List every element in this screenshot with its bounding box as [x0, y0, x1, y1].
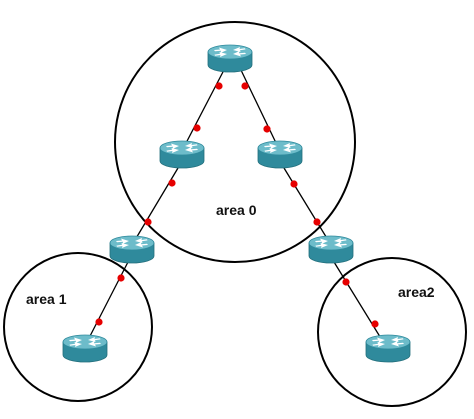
link-right-mid-to-abr-right — [283, 167, 329, 241]
link-top-to-right-mid — [239, 67, 278, 146]
port-dot — [371, 320, 379, 328]
area-1-boundary — [3, 252, 153, 402]
area-0-label: area 0 — [216, 202, 257, 218]
port-dot — [290, 180, 298, 188]
port-dots — [95, 82, 379, 328]
router-icon[interactable] — [62, 334, 108, 363]
router-icon[interactable] — [207, 44, 253, 73]
router-icon[interactable] — [308, 235, 354, 264]
link-top-to-left-mid — [184, 67, 226, 146]
port-dot — [117, 274, 125, 282]
link-abr-left-to-area1-router — [87, 261, 129, 341]
port-dot — [168, 179, 176, 187]
area-2-label: area2 — [398, 284, 435, 300]
port-dot — [193, 124, 201, 132]
router-icon[interactable] — [257, 140, 303, 169]
router-icon[interactable] — [109, 235, 155, 264]
port-dot — [342, 278, 350, 286]
port-dot — [241, 82, 249, 90]
port-dot — [313, 218, 321, 226]
router-icon[interactable] — [365, 334, 411, 363]
port-dot — [95, 318, 103, 326]
link-abr-right-to-area2-router — [333, 261, 383, 341]
area-0-boundary — [114, 21, 356, 263]
link-left-mid-to-abr-left — [134, 167, 179, 241]
area-2-boundary — [317, 257, 467, 407]
port-dot — [144, 218, 152, 226]
area-1-label: area 1 — [26, 291, 67, 307]
port-dot — [263, 125, 271, 133]
router-icon[interactable] — [159, 140, 205, 169]
port-dot — [215, 82, 223, 90]
